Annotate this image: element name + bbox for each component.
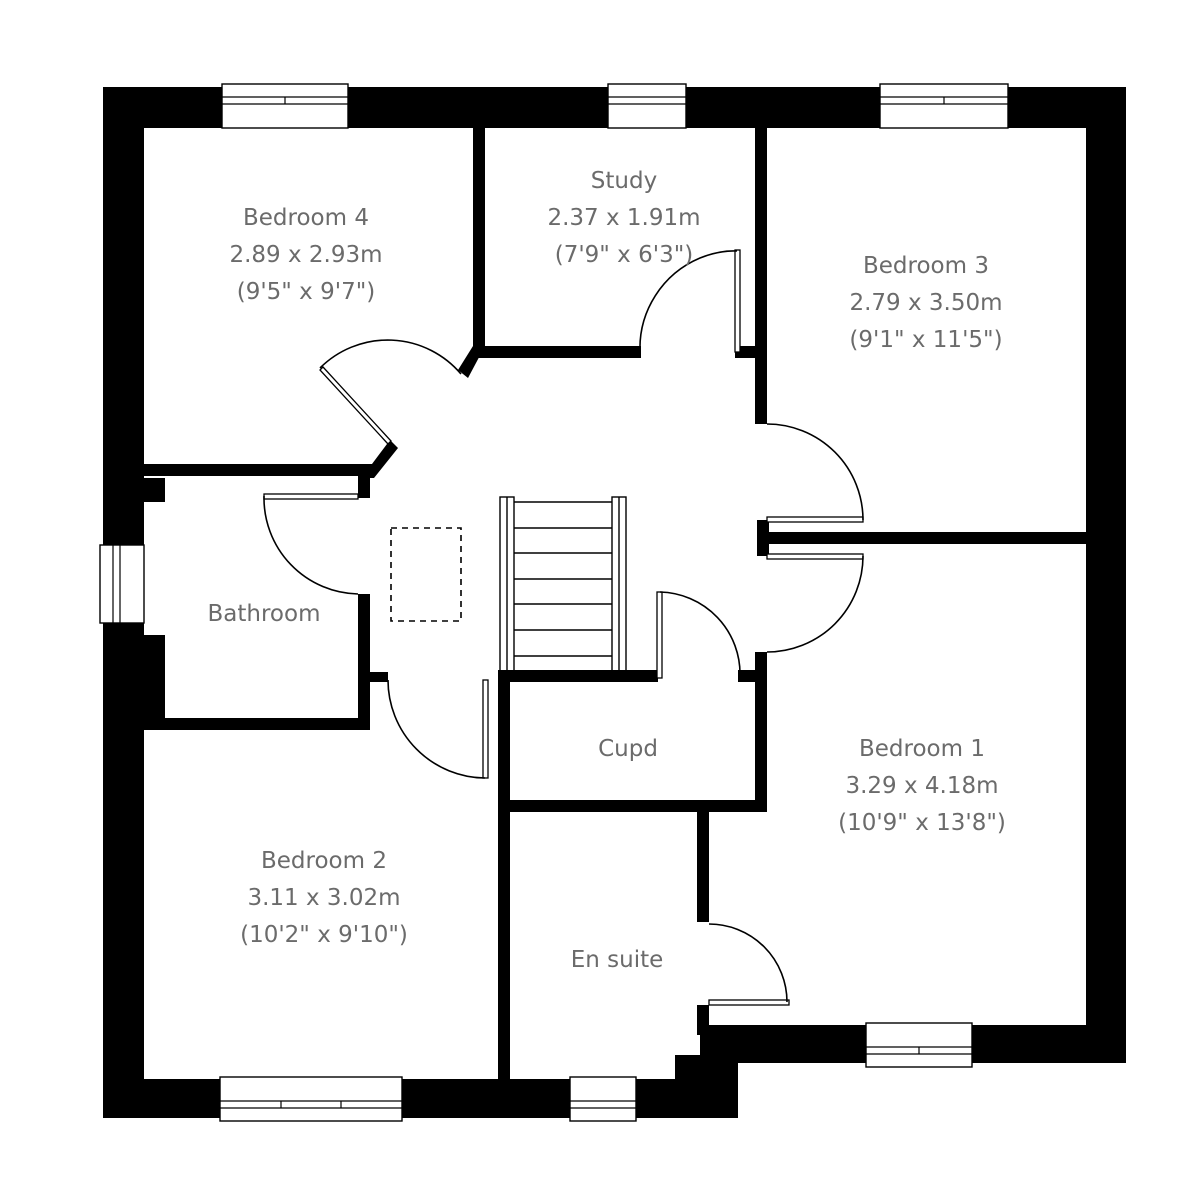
window-icon — [219, 1076, 403, 1122]
room-label-bedroom-4: Bedroom 4 2.89 x 2.93m (9'5" x 9'7") — [229, 200, 382, 311]
room-name: Bedroom 4 — [243, 205, 369, 231]
door-swing-icon — [708, 923, 790, 1006]
room-label-en-suite: En suite — [571, 942, 664, 979]
room-name: Cupd — [598, 736, 658, 762]
door-swing-icon — [387, 679, 489, 779]
room-name: En suite — [570, 947, 664, 973]
door-swing-icon — [319, 339, 462, 445]
window-icon — [865, 1022, 973, 1068]
door-swing-icon — [263, 493, 359, 595]
room-size-imperial: (10'9" x 13'8") — [838, 810, 1006, 836]
room-size-metric: 3.29 x 4.18m — [845, 773, 999, 799]
room-label-bedroom-3: Bedroom 3 2.79 x 3.50m (9'1" x 11'5") — [849, 248, 1002, 359]
room-size-imperial: (9'5" x 9'7") — [236, 279, 376, 305]
door-swing-icon — [656, 591, 741, 679]
room-label-bedroom-1: Bedroom 1 3.29 x 4.18m (10'9" x 13'8") — [838, 731, 1006, 842]
door-swing-icon — [766, 423, 864, 523]
loft-hatch-icon — [390, 527, 462, 622]
room-label-bathroom: Bathroom — [208, 596, 321, 633]
room-name: Bedroom 3 — [863, 253, 989, 279]
door-swing-icon — [639, 249, 741, 353]
door-swing-icon — [766, 553, 864, 653]
room-size-imperial: (7'9" x 6'3") — [554, 242, 694, 268]
doors — [263, 249, 864, 1006]
room-name: Study — [590, 168, 658, 194]
window-icon — [879, 83, 1009, 129]
room-name: Bedroom 2 — [261, 848, 387, 874]
window-icon — [569, 1076, 637, 1122]
staircase-icon — [499, 496, 627, 672]
window-icon — [607, 83, 687, 129]
window-icon — [221, 83, 349, 129]
room-label-cupd: Cupd — [598, 731, 658, 768]
room-size-imperial: (9'1" x 11'5") — [849, 327, 1003, 353]
room-name: Bedroom 1 — [859, 736, 985, 762]
room-label-bedroom-2: Bedroom 2 3.11 x 3.02m (10'2" x 9'10") — [240, 843, 408, 954]
window-icon — [99, 544, 145, 624]
room-name: Bathroom — [207, 601, 321, 627]
room-size-imperial: (10'2" x 9'10") — [240, 922, 408, 948]
room-size-metric: 3.11 x 3.02m — [247, 885, 401, 911]
room-size-metric: 2.89 x 2.93m — [229, 242, 383, 268]
room-size-metric: 2.37 x 1.91m — [547, 205, 701, 231]
room-size-metric: 2.79 x 3.50m — [849, 290, 1003, 316]
internal-walls — [144, 128, 1086, 1080]
windows — [99, 83, 1009, 1122]
room-label-study: Study 2.37 x 1.91m (7'9" x 6'3") — [547, 163, 700, 274]
